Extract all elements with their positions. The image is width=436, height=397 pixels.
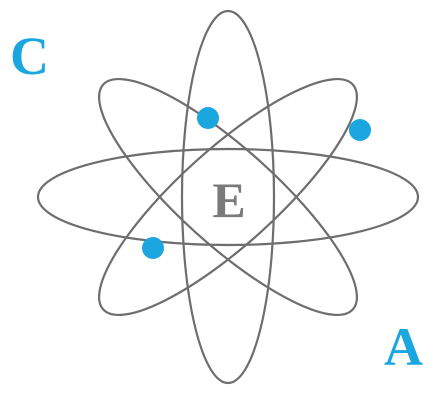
label-top-left: C — [10, 26, 49, 86]
electron-right — [349, 119, 371, 141]
label-center: E — [212, 172, 245, 228]
electron-lower-left — [142, 237, 164, 259]
electron-upper — [197, 107, 219, 129]
label-bottom-right: A — [384, 317, 423, 377]
